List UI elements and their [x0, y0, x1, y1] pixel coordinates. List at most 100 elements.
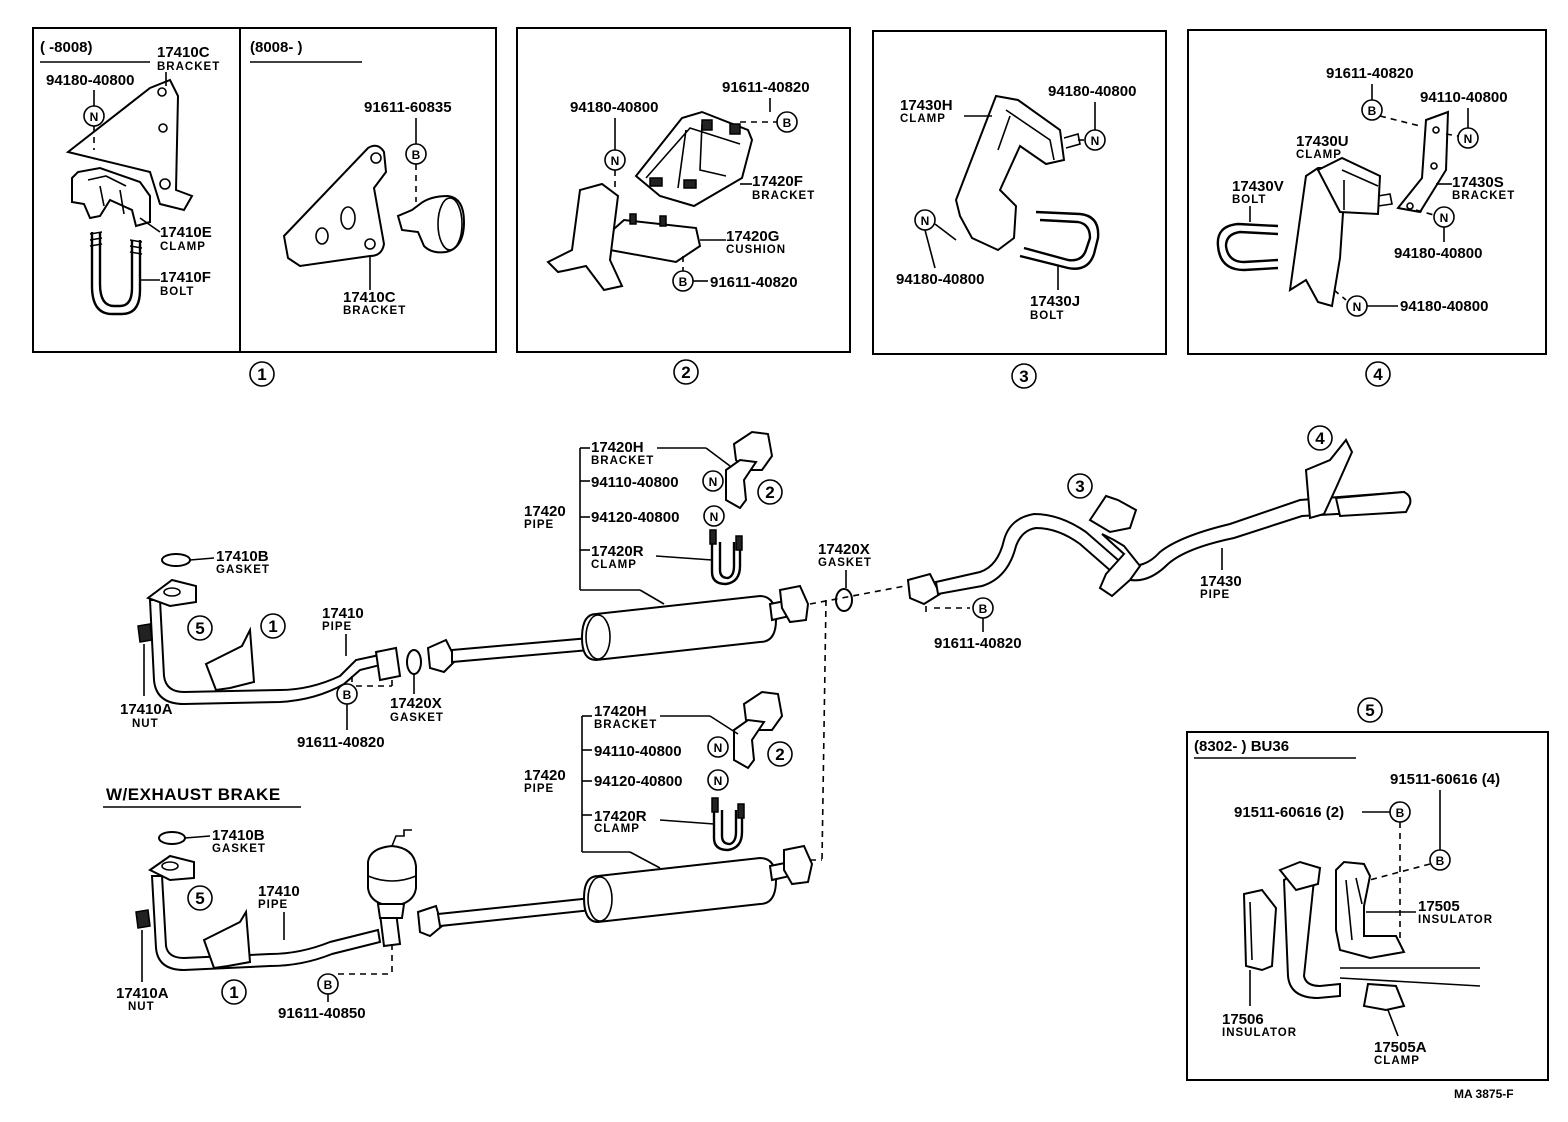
bolt-symbol	[1361, 99, 1383, 121]
bracket-17420f-drawing	[634, 110, 754, 208]
pn-17410: 17410	[322, 605, 364, 622]
u-bolt-17430j-drawing	[1019, 210, 1100, 270]
box4-pn-17430s: 17430S	[1452, 174, 1504, 191]
box1-name-bracket-right: BRACKET	[343, 305, 406, 317]
box5-pipe-drawing	[1282, 866, 1341, 1000]
box3-name-clamp: CLAMP	[900, 113, 946, 125]
bracket-17410c-right-drawing	[282, 144, 388, 268]
svg-text:B: B	[783, 116, 792, 130]
exhaust-brake-valve-drawing	[367, 844, 417, 908]
svg-text:N: N	[1464, 132, 1473, 146]
box4-name-bolt: BOLT	[1232, 194, 1266, 206]
pn-17410b: 17410B	[216, 548, 269, 565]
pn-91611-40820-front: 91611-40820	[297, 734, 385, 751]
ref-circle-4	[1365, 361, 1391, 387]
eb-pn-17410b: 17410B	[212, 827, 265, 844]
detail-box-3-frame	[872, 30, 1167, 355]
eb-name-bracket: BRACKET	[594, 719, 657, 731]
main-pipe-17420-drawing	[451, 636, 591, 664]
insulator-17506-drawing	[1242, 888, 1278, 972]
eb-bracket-17420h-drawing	[733, 718, 766, 770]
eb-name-gasket: GASKET	[212, 843, 266, 855]
svg-text:B: B	[979, 602, 988, 616]
svg-text:4: 4	[1315, 429, 1325, 448]
bracket-17420h-drawing	[725, 458, 758, 510]
svg-text:N: N	[714, 774, 723, 788]
mount-bracket-drawing	[546, 182, 624, 292]
svg-text:5: 5	[195, 889, 204, 908]
bracket-on-tailpipe	[1304, 438, 1354, 520]
ref-circle-2	[757, 479, 783, 505]
insulator-17505-drawing	[1335, 860, 1406, 960]
bracket-17430s-drawing	[1396, 110, 1450, 214]
box4-pn-17430u: 17430U	[1296, 133, 1349, 150]
eb-name-pipe-17410: PIPE	[258, 899, 288, 911]
svg-text:3: 3	[1019, 367, 1028, 386]
box2-pn-91611-40820-bottom: 91611-40820	[710, 274, 798, 291]
ref-circle-1	[260, 613, 286, 639]
pn-17430: 17430	[1200, 573, 1242, 590]
svg-text:5: 5	[1365, 701, 1374, 720]
nut-symbol	[703, 505, 725, 527]
eb-pn-17420h: 17420H	[594, 703, 647, 720]
u-bolt-17410f-drawing	[90, 232, 142, 316]
detail-box-2-frame	[516, 27, 851, 353]
nut-symbol	[707, 769, 729, 791]
ref-circle-2	[767, 741, 793, 767]
svg-text:B: B	[1436, 854, 1445, 868]
figure-code: MA 3875-F	[1454, 1087, 1514, 1101]
name-nut: NUT	[132, 718, 159, 730]
name-gasket-17420x: GASKET	[390, 712, 444, 724]
box1-left-header: ( -8008)	[40, 39, 93, 56]
eb-main-pipe-17420-drawing	[436, 896, 593, 928]
box1-pn-94180-40800: 94180-40800	[46, 72, 134, 89]
svg-text:N: N	[90, 110, 99, 124]
box4-name-clamp: CLAMP	[1296, 149, 1342, 161]
box3-pn-17430j: 17430J	[1030, 293, 1080, 310]
eb-pn-17410a: 17410A	[116, 985, 169, 1002]
clamp-17420r-drawing	[710, 542, 742, 586]
box2-pn-17420f: 17420F	[752, 173, 803, 190]
eb-name-pipe: PIPE	[524, 783, 554, 795]
detail-box-3: 17430H CLAMP 94180-40800 N N 94180-40800…	[872, 30, 1167, 389]
box3-pn-94180-40800-top: 94180-40800	[1048, 83, 1136, 100]
box5-name-clamp: CLAMP	[1374, 1055, 1420, 1067]
ref-circle-5	[1357, 697, 1383, 723]
box4-pn-91611-40820: 91611-40820	[1326, 65, 1414, 82]
box5-pn-91511-60616-2: 91511-60616 (2)	[1234, 804, 1344, 821]
svg-text:N: N	[710, 510, 719, 524]
box1-pn-17410c: 17410C	[157, 44, 210, 61]
name-gasket-top: GASKET	[818, 557, 872, 569]
eb-pn-17410: 17410	[258, 883, 300, 900]
svg-text:B: B	[324, 978, 333, 992]
clamp-17430h-drawing	[954, 94, 1066, 252]
svg-text:N: N	[714, 741, 723, 755]
box4-name-bracket: BRACKET	[1452, 190, 1515, 202]
ref-circle-1	[221, 979, 247, 1005]
clamp-17430h-on-pipe	[1088, 494, 1138, 534]
eb-pn-94110-40800: 94110-40800	[594, 743, 682, 760]
eb-front-pipe-17410-drawing	[150, 875, 382, 972]
svg-text:1: 1	[268, 617, 277, 636]
exhaust-brake-assembly: W/EXHAUST BRAKE 17410B GASKET 5 1 17410A…	[103, 690, 822, 1022]
name-pipe-17430: PIPE	[1200, 589, 1230, 601]
nut-symbol	[702, 470, 724, 492]
box1-pn-17410c-right: 17410C	[343, 289, 396, 306]
svg-text:N: N	[921, 214, 930, 228]
box2-name-bracket: BRACKET	[752, 190, 815, 202]
detail-box-4: 91611-40820 B 94110-40800 N 17430U CLAMP…	[1187, 29, 1547, 387]
eb-name-clamp: CLAMP	[594, 823, 640, 835]
svg-text:2: 2	[681, 363, 690, 382]
svg-text:N: N	[709, 475, 718, 489]
eb-name-nut: NUT	[128, 1001, 155, 1013]
box3-pn-94180-40800-bottom: 94180-40800	[896, 271, 984, 288]
svg-text:2: 2	[775, 745, 784, 764]
svg-text:5: 5	[195, 619, 204, 638]
bracket-17410c-left-drawing	[65, 78, 194, 212]
box2-name-cushion: CUSHION	[726, 244, 786, 256]
svg-text:B: B	[679, 275, 688, 289]
gasket-17420x-drawing	[406, 649, 422, 675]
ref-circle-4	[1307, 425, 1333, 451]
box1-pn-17410f: 17410F	[160, 269, 211, 286]
